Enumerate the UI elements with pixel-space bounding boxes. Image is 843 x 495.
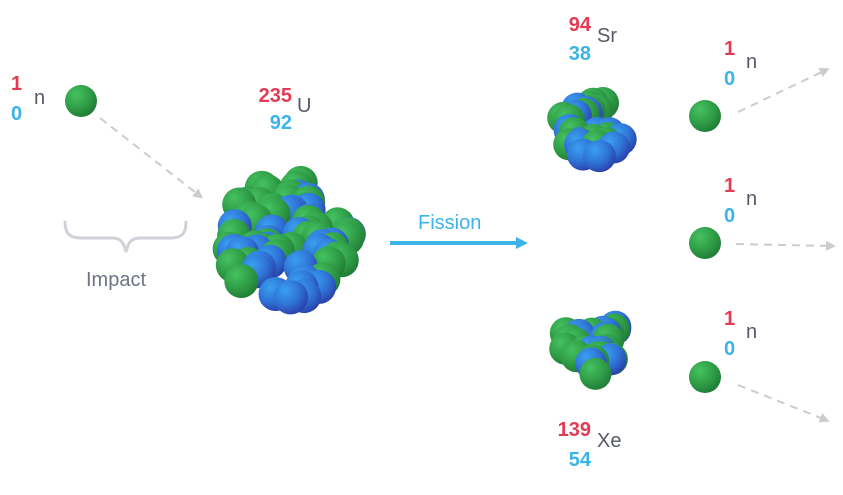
- out-neutron-3-symbol: n: [746, 321, 758, 343]
- uranium-symbol: U: [297, 95, 312, 117]
- impact-path-arrow: [99, 117, 204, 199]
- out-neutron-1-atomic: 0: [724, 68, 736, 90]
- out-neutron-3-mass: 1: [724, 308, 736, 330]
- uranium-mass: 235: [258, 85, 292, 107]
- strontium-atomic: 38: [568, 43, 591, 65]
- out-neutron-3-atomic: 0: [724, 338, 736, 360]
- xenon-mass: 139: [557, 419, 591, 441]
- xenon-symbol: Xe: [597, 430, 622, 452]
- strontium-nucleus: [547, 87, 637, 173]
- out-neutron-2-atomic: 0: [724, 205, 736, 227]
- outgoing-neutron-middle: [689, 227, 721, 259]
- out-neutron-1-mass: 1: [724, 38, 736, 60]
- incoming-neutron: [65, 85, 97, 117]
- neutron-out-arrow-bottom: [737, 384, 830, 423]
- out-neutron-1-symbol: n: [746, 51, 758, 73]
- neutron-sphere: [579, 357, 612, 390]
- neutron-sphere: [224, 264, 259, 299]
- outgoing-neutron-bottom: [689, 361, 721, 393]
- fission-label: Fission: [418, 212, 482, 234]
- strontium-mass: 94: [568, 14, 591, 36]
- neutron-out-arrow-middle: [735, 240, 836, 251]
- outgoing-neutron-top: [689, 100, 721, 132]
- impact-label: Impact: [86, 269, 147, 291]
- uranium-nucleus: [212, 165, 366, 315]
- neutron-out-arrow-top: [737, 68, 830, 113]
- xenon-nucleus: [549, 310, 632, 390]
- proton-sphere: [583, 140, 616, 173]
- incoming-neutron-symbol: n: [34, 87, 46, 109]
- impact-brace: [63, 220, 188, 253]
- incoming-neutron-mass: 1: [11, 73, 23, 95]
- strontium-symbol: Sr: [597, 25, 617, 47]
- uranium-atomic: 92: [269, 112, 292, 134]
- out-neutron-2-mass: 1: [724, 175, 736, 197]
- incoming-neutron-atomic: 0: [11, 103, 23, 125]
- out-neutron-2-symbol: n: [746, 188, 758, 210]
- proton-sphere: [273, 280, 308, 315]
- xenon-atomic: 54: [568, 449, 591, 471]
